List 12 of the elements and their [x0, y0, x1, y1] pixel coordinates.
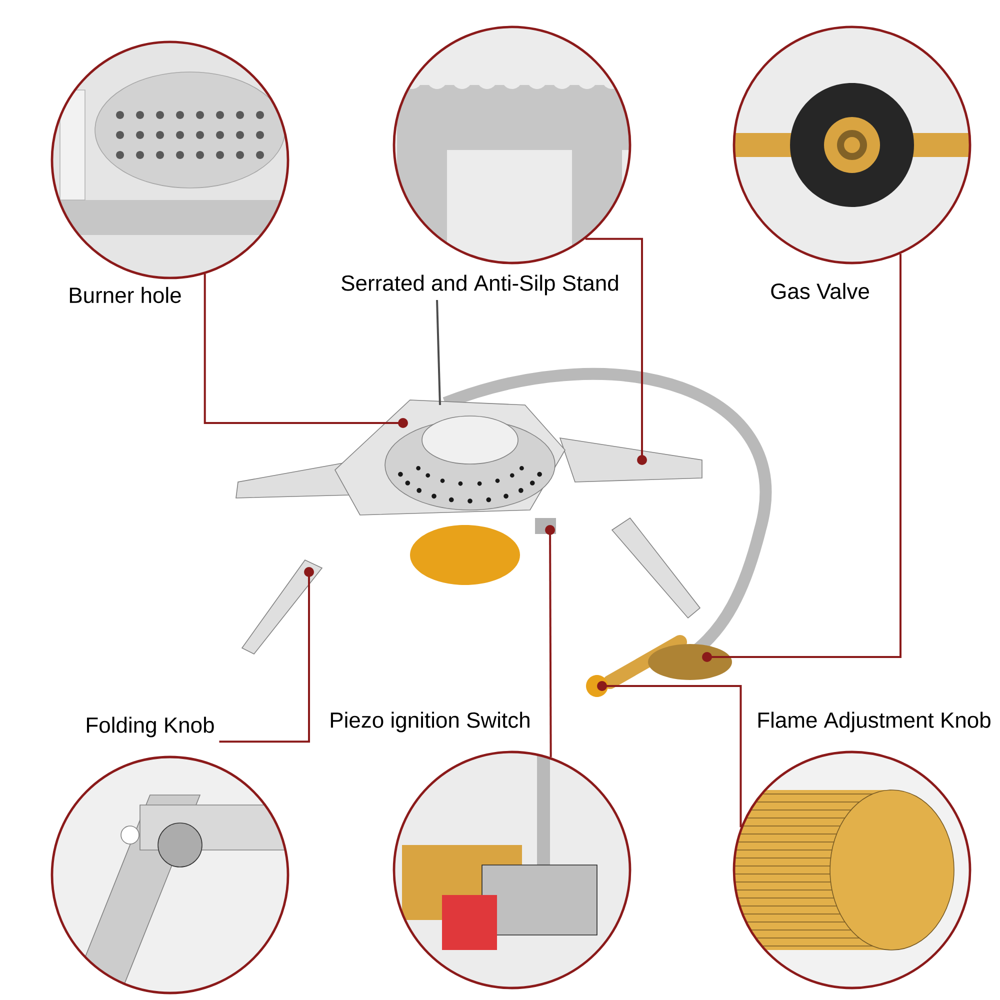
- part-label: Serrated and Anti-Silp Stand: [342, 274, 618, 296]
- part-label: Flame Adjustment Knob: [758, 712, 990, 732]
- leader-line: [585, 238, 647, 465]
- part-label: Gas Valve: [771, 282, 869, 300]
- leader-line: [702, 254, 902, 662]
- leader-line: [204, 274, 408, 428]
- leader-line: [219, 567, 314, 743]
- leader-line: [545, 525, 556, 758]
- part-label: Folding Knob: [87, 716, 214, 738]
- leader-line: [597, 681, 742, 828]
- part-label: Burner hole: [70, 286, 181, 304]
- part-label: Piezo ignition Switch: [330, 712, 530, 732]
